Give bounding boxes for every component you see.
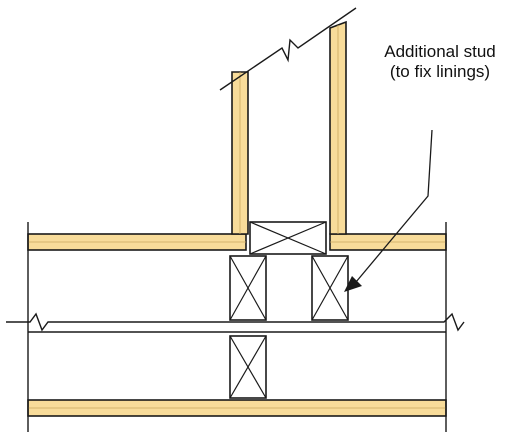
nogging-block [249,221,327,255]
main-wall-bottom-lining [27,399,447,417]
main-wall-top-lining [27,233,447,251]
stud-additional [311,255,349,321]
wall-end-lines [27,222,447,432]
annotation-line-2: (to fix linings) [389,62,491,81]
branch-wall-break-line [219,7,357,91]
stud-left-upper [229,255,267,321]
annotation-label: Additional stud (to fix linings) [350,42,530,82]
annotation-line-1: Additional stud [384,42,496,61]
branch-wall-right-lining [329,20,347,235]
stud-left-lower [229,335,267,399]
wall-break-line-upper [6,312,465,332]
leader-arrow [344,129,433,292]
branch-wall-left-lining [231,71,249,235]
